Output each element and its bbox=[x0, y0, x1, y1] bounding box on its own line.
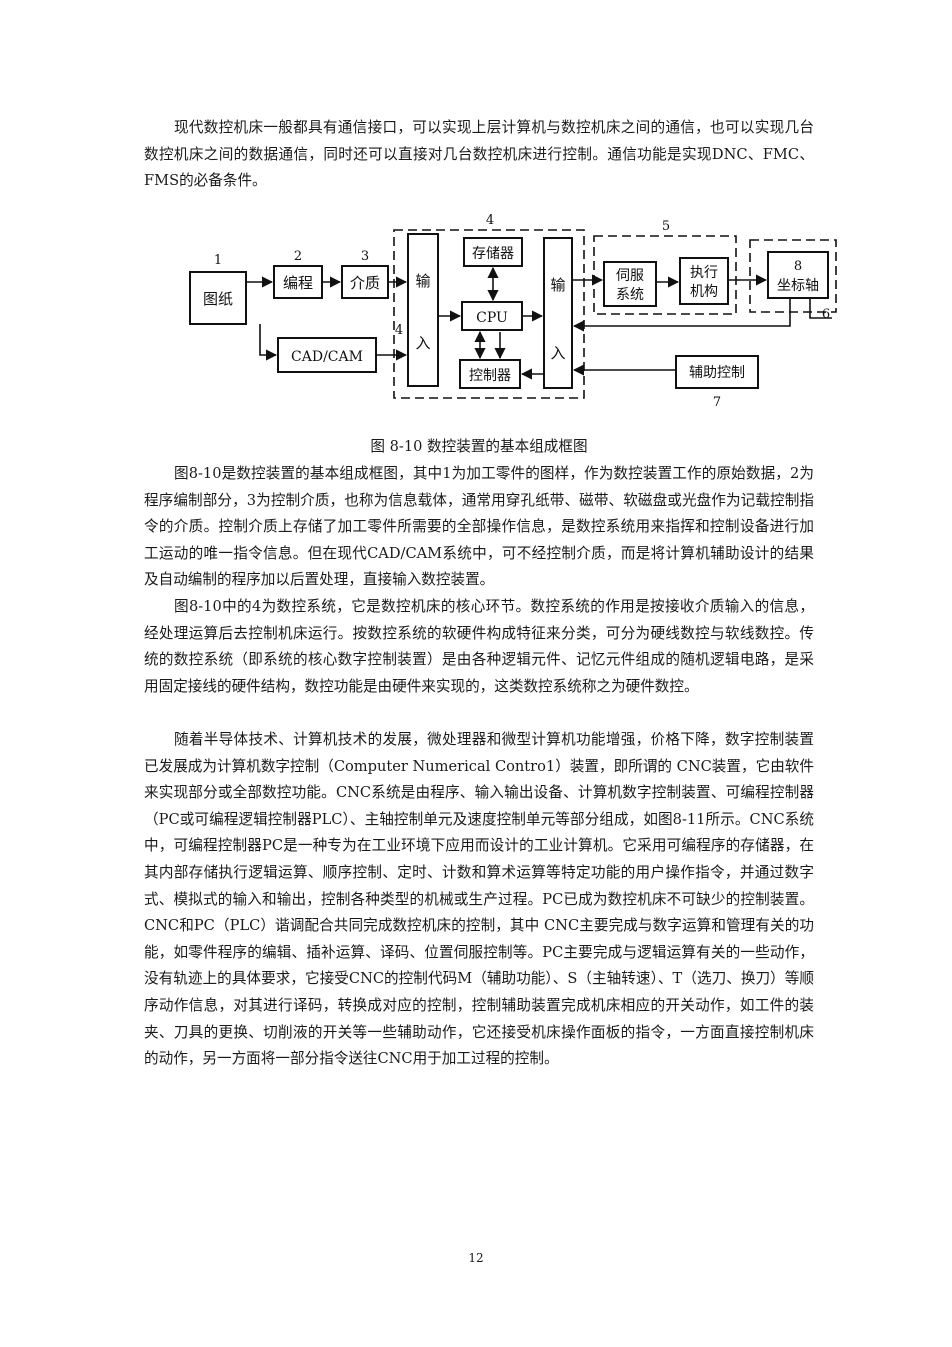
feedback-axis-loop bbox=[809, 298, 832, 319]
cnc-block-diagram: 图纸 编程 介质 CAD/CAM 输 入 存储器 CPU 控制器 输 入 伺服 … bbox=[189, 213, 837, 410]
block-drawing bbox=[189, 271, 247, 325]
block-axis-label: 坐标轴 bbox=[777, 278, 819, 294]
block-input bbox=[407, 233, 439, 387]
feedback-axis-to-output bbox=[572, 298, 791, 332]
block-memory-label: 存储器 bbox=[472, 246, 514, 262]
block-output-label-bottom: 入 bbox=[550, 344, 565, 362]
block-servo-label-1: 伺服 bbox=[616, 268, 644, 284]
label-number-1: 1 bbox=[214, 253, 222, 268]
block-controller-label: 控制器 bbox=[469, 368, 511, 384]
block-input-label-bottom: 入 bbox=[415, 334, 430, 352]
label-number-5: 5 bbox=[662, 219, 670, 234]
block-actuator-label-1: 执行 bbox=[690, 265, 718, 281]
block-input-label-top: 输 bbox=[415, 272, 430, 290]
label-number-6: 6 bbox=[822, 307, 830, 322]
paragraph-communication: 现代数控机床一般都具有通信接口，可以实现上层计算机与数控机床之间的通信，也可以实… bbox=[144, 119, 814, 190]
label-number-4: 4 bbox=[486, 213, 494, 228]
page-number: 12 bbox=[468, 1251, 484, 1265]
arrow-drawing-to-cadcam bbox=[259, 324, 278, 361]
block-aux-control-label: 辅助控制 bbox=[689, 365, 745, 381]
label-number-7: 7 bbox=[713, 395, 721, 410]
label-number-4-side: 4 bbox=[395, 323, 403, 338]
block-axis bbox=[767, 251, 829, 299]
block-servo bbox=[603, 261, 657, 307]
block-output-label-top: 输 bbox=[550, 276, 565, 294]
block-cadcam bbox=[277, 337, 377, 373]
label-number-2: 2 bbox=[294, 249, 302, 264]
machine-dashed-frame bbox=[749, 239, 837, 313]
block-actuator-label-2: 机构 bbox=[690, 284, 718, 300]
block-medium-label: 介质 bbox=[350, 274, 380, 292]
label-number-3: 3 bbox=[361, 249, 369, 264]
figure-caption: 图 8-10 数控装置的基本组成框图 bbox=[370, 438, 588, 455]
block-programming-label: 编程 bbox=[283, 274, 313, 292]
block-controller bbox=[459, 359, 521, 389]
label-number-8: 8 bbox=[794, 259, 802, 274]
cnc-system-dashed-frame bbox=[393, 229, 585, 399]
paragraph-computer-numerical-control: 随着半导体技术、计算机技术的发展，微处理器和微型计算机功能增强，价格下降，数字控… bbox=[144, 731, 814, 1068]
block-memory bbox=[463, 237, 523, 267]
block-cpu-label: CPU bbox=[476, 310, 508, 326]
block-output bbox=[543, 237, 573, 389]
block-aux-control bbox=[675, 355, 759, 389]
block-cadcam-label: CAD/CAM bbox=[291, 349, 363, 365]
block-programming bbox=[273, 265, 323, 299]
paragraph-cnc-system: 图8-10中的4为数控系统，它是数控机床的核心环节。数控系统的作用是按接收介质输… bbox=[144, 598, 814, 695]
paragraph-fig-8-10: 图8-10是数控装置的基本组成框图，其中1为加工零件的图样，作为数控装置工作的原… bbox=[144, 465, 814, 589]
block-cpu bbox=[461, 301, 523, 331]
block-drawing-label: 图纸 bbox=[203, 290, 233, 308]
block-actuator bbox=[679, 257, 729, 305]
block-servo-label-2: 系统 bbox=[616, 287, 644, 303]
